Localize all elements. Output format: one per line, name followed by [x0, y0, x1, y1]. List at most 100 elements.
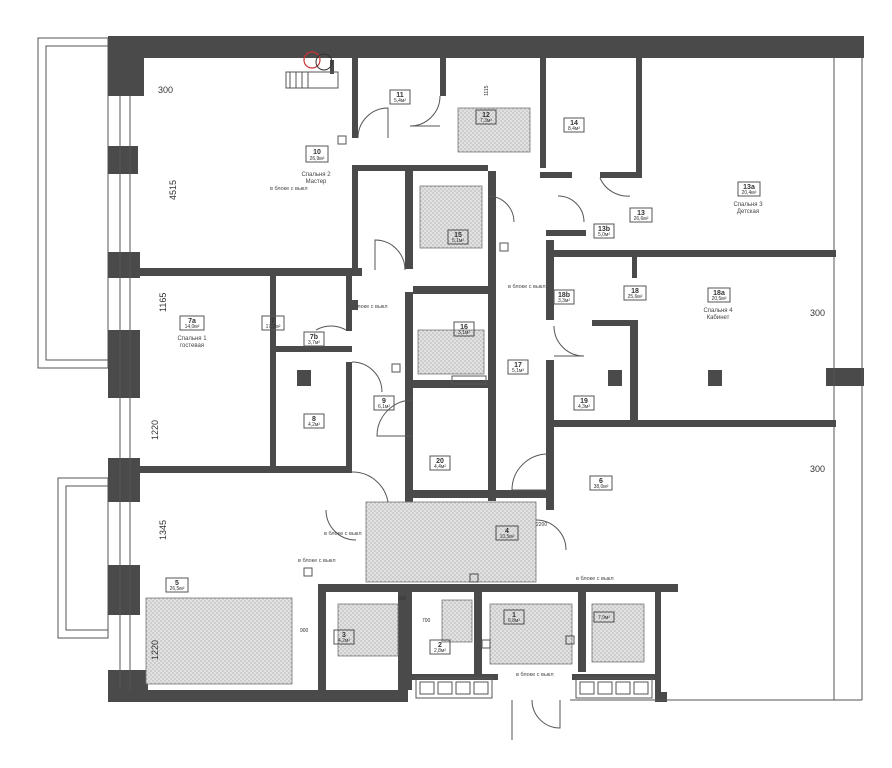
- svg-text:4,4м²: 4,4м²: [434, 464, 446, 470]
- svg-text:20: 20: [436, 458, 444, 465]
- svg-text:2,8м²: 2,8м²: [434, 648, 446, 654]
- room-label-8: 8 4,2м²: [303, 413, 325, 429]
- switch-notes: в блоке с выкл в блоке с выкл в блоке с …: [270, 186, 614, 678]
- svg-text:7,3м²: 7,3м²: [480, 118, 492, 124]
- svg-text:8: 8: [312, 416, 316, 423]
- room-label-10: 10 26,9м² Спальня 2 Мастер: [301, 145, 331, 185]
- svg-text:9: 9: [382, 398, 386, 405]
- svg-text:20,4м²: 20,4м²: [742, 190, 757, 196]
- svg-text:900: 900: [300, 628, 309, 634]
- svg-text:Спальня 2: Спальня 2: [301, 172, 331, 178]
- svg-text:5,4м²: 5,4м²: [394, 98, 406, 104]
- dimension-labels: 300 4515 1165 1220 1345 1220 300 300 900…: [150, 85, 825, 660]
- room-label-18a: 18а 20,5м² Спальня 4 Кабинет: [703, 287, 733, 321]
- svg-text:11: 11: [396, 92, 404, 99]
- svg-text:4515: 4515: [168, 180, 178, 200]
- svg-text:26,9м²: 26,9м²: [310, 156, 325, 162]
- svg-text:13: 13: [637, 210, 645, 217]
- svg-text:18а: 18а: [713, 290, 725, 297]
- svg-text:2: 2: [438, 642, 442, 649]
- svg-text:38,0м²: 38,0м²: [594, 484, 609, 490]
- svg-text:в блоке с выкл: в блоке с выкл: [350, 304, 388, 310]
- room-label-4: 4 10,5м²: [495, 525, 519, 541]
- room-label-13b: 13b 5,0м²: [593, 223, 615, 239]
- svg-text:Спальня 4: Спальня 4: [703, 308, 733, 314]
- svg-text:10: 10: [313, 149, 321, 156]
- svg-text:1115: 1115: [484, 85, 490, 96]
- room-label-9: 9 6,1м²: [373, 395, 395, 411]
- svg-text:1165: 1165: [158, 293, 168, 312]
- svg-text:7b: 7b: [310, 334, 318, 341]
- room-label-13a: 13а 20,4м² Спальня 3 Детская: [733, 181, 763, 215]
- svg-text:5,0м²: 5,0м²: [598, 232, 610, 238]
- svg-text:гостевая: гостевая: [180, 343, 204, 349]
- room-label-15: 15 5,1м²: [447, 229, 469, 245]
- svg-text:Мастер: Мастер: [306, 179, 327, 185]
- svg-text:300: 300: [158, 85, 173, 95]
- svg-text:26,5м²: 26,5м²: [170, 586, 185, 592]
- balcony-outline: [37, 37, 109, 639]
- svg-text:26,6м²: 26,6м²: [634, 216, 649, 222]
- svg-text:2200: 2200: [536, 522, 547, 528]
- room-label-20: 20 4,4м²: [429, 455, 451, 471]
- svg-text:3,3м²: 3,3м²: [558, 298, 570, 304]
- room-label-5: 5 26,5м²: [165, 577, 189, 593]
- room-label-7: 7 17,7м²: [261, 315, 285, 331]
- svg-text:12: 12: [482, 112, 490, 119]
- interior-walls: [140, 58, 836, 692]
- tiled-areas: [145, 107, 645, 685]
- svg-text:1345: 1345: [158, 520, 168, 540]
- svg-text:в блоке с выкл: в блоке с выкл: [324, 531, 362, 537]
- svg-text:7а: 7а: [188, 318, 196, 325]
- room-label-unnumbered: 7,9м²: [593, 611, 615, 623]
- room-label-19: 19 4,3м²: [573, 395, 595, 411]
- svg-text:700: 700: [422, 618, 431, 624]
- room-label-7a: 7а 14,0м² Спальня 1 гостевая: [177, 315, 207, 349]
- svg-text:300: 300: [810, 464, 825, 474]
- svg-text:Кабинет: Кабинет: [707, 315, 730, 321]
- room-label-14: 14 8,4м²: [563, 117, 585, 133]
- room-label-11: 11 5,4м²: [389, 89, 411, 105]
- fixtures: [285, 51, 653, 699]
- svg-text:4,3м²: 4,3м²: [578, 404, 590, 410]
- svg-text:1: 1: [512, 612, 516, 619]
- svg-text:в блоке с выкл: в блоке с выкл: [576, 576, 614, 582]
- svg-text:в блоке с выкл: в блоке с выкл: [516, 672, 554, 678]
- svg-text:Спальня 3: Спальня 3: [733, 202, 763, 208]
- svg-text:6,8м²: 6,8м²: [508, 618, 520, 624]
- room-label-17: 17 5,1м²: [507, 359, 529, 375]
- svg-text:3,7м²: 3,7м²: [308, 340, 320, 346]
- svg-text:в блоке с выкл: в блоке с выкл: [508, 284, 546, 290]
- outer-walls: [108, 36, 864, 702]
- svg-text:16: 16: [460, 324, 468, 331]
- svg-text:900: 900: [398, 596, 407, 602]
- room-label-1: 1 6,8м²: [503, 609, 525, 625]
- room-label-16: 16 3,1м²: [453, 321, 475, 337]
- room-label-18: 18 25,6м²: [623, 285, 647, 301]
- svg-text:15: 15: [454, 232, 462, 239]
- svg-text:1220: 1220: [150, 640, 160, 660]
- svg-text:4: 4: [505, 528, 509, 535]
- svg-text:13а: 13а: [743, 184, 755, 191]
- svg-text:14,0м²: 14,0м²: [185, 324, 200, 330]
- svg-text:8,4м²: 8,4м²: [568, 126, 580, 132]
- svg-text:Спальня 1: Спальня 1: [177, 336, 207, 342]
- svg-text:4,2м²: 4,2м²: [338, 638, 350, 644]
- svg-text:10,5м²: 10,5м²: [500, 534, 515, 540]
- svg-text:5,1м²: 5,1м²: [512, 368, 524, 374]
- svg-text:14: 14: [570, 120, 578, 127]
- svg-text:300: 300: [810, 308, 825, 318]
- svg-text:1220: 1220: [150, 420, 160, 440]
- room-label-2: 2 2,8м²: [429, 639, 451, 655]
- svg-text:5: 5: [175, 580, 179, 587]
- svg-text:4,2м²: 4,2м²: [308, 422, 320, 428]
- svg-text:7,9м²: 7,9м²: [598, 615, 610, 621]
- room-label-3: 3 4,2м²: [333, 629, 355, 645]
- svg-text:13b: 13b: [598, 226, 610, 233]
- svg-text:18: 18: [631, 288, 639, 295]
- room-label-12: 12 7,3м²: [475, 109, 497, 125]
- socket-markers: [303, 135, 575, 649]
- svg-text:20,5м²: 20,5м²: [712, 296, 727, 302]
- svg-text:в блоке с выкл: в блоке с выкл: [298, 558, 336, 564]
- room-label-7b: 7b 3,7м²: [303, 331, 325, 347]
